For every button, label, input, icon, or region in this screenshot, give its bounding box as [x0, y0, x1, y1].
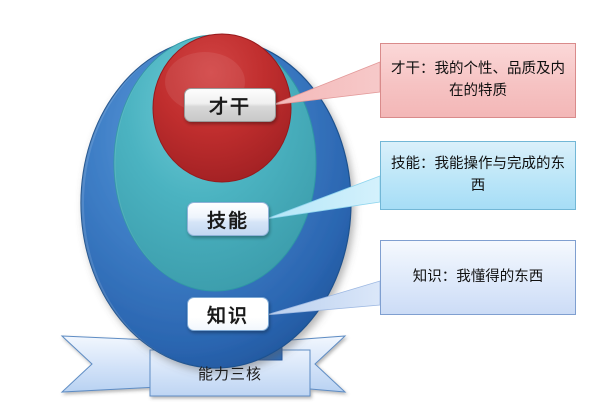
callout-talent[interactable]: 才干：我的个性、品质及内在的特质 — [380, 43, 576, 118]
ring-label-talent[interactable]: 才干 — [184, 88, 276, 122]
banner-caption: 能力三核 — [197, 364, 262, 383]
callout-skill[interactable]: 技能：我能操作与完成的东西 — [380, 141, 576, 210]
ring-label-knowledge[interactable]: 知识 — [187, 297, 269, 331]
callout-knowledge[interactable]: 知识：我懂得的东西 — [380, 240, 576, 315]
ring-label-skill[interactable]: 技能 — [187, 202, 269, 236]
